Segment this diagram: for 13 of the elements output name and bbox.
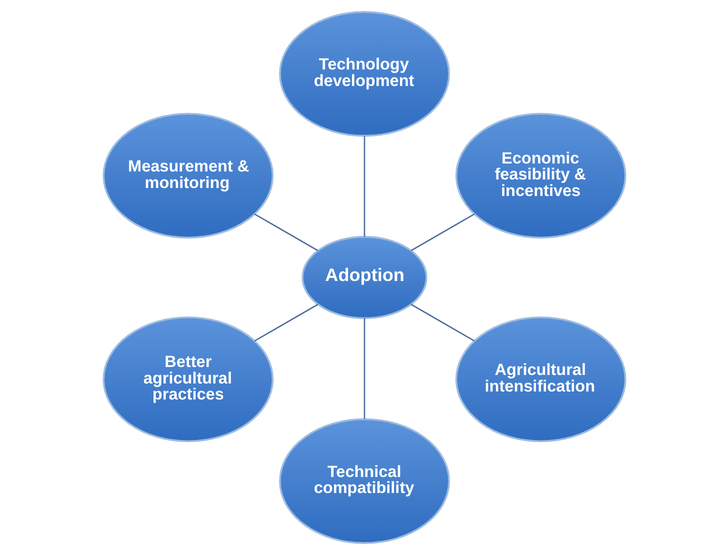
node-ellipse: Economic feasibility & incentives (454, 112, 626, 239)
connector (410, 304, 474, 342)
node-ellipse: Technology development (278, 11, 450, 137)
node-ellipse: Agricultural intensification (454, 316, 626, 442)
node-ellipse: Adoption (301, 236, 427, 320)
node-ellipse: Better agricultural practices (102, 316, 274, 442)
connector (363, 136, 365, 237)
connector (254, 213, 318, 252)
node-ellipse: Technical compatibility (278, 418, 450, 544)
connector (254, 304, 318, 342)
connector (363, 318, 365, 419)
connector (410, 213, 474, 252)
node-ellipse: Measurement & monitoring (102, 112, 274, 239)
